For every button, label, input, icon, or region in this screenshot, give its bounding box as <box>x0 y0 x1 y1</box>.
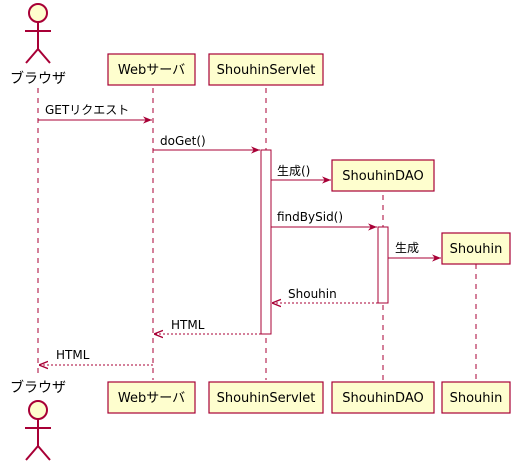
message-label-return-html-web: HTML <box>56 348 90 362</box>
participant-webserver-bottom: Webサーバ <box>107 381 196 414</box>
participant-label-dao-created: ShouhinDAO <box>342 169 423 184</box>
actor-head <box>28 400 48 420</box>
message-return-shouhin: Shouhin <box>272 287 378 303</box>
participant-dao-bottom: ShouhinDAO <box>331 381 435 414</box>
participant-label-webserver-bottom: Webサーバ <box>118 391 185 406</box>
message-label-find-by-sid: findBySid() <box>277 210 343 224</box>
actor-label-browser-bottom: ブラウザ <box>10 379 66 396</box>
participant-box <box>107 53 196 86</box>
participant-servlet-bottom: ShouhinServlet <box>208 381 324 414</box>
message-label-do-get: doGet() <box>160 134 206 148</box>
message-create-dao: 生成() <box>271 164 331 184</box>
message-label-create-dao: 生成() <box>277 164 310 178</box>
actor-browser-bottom: ブラウザ <box>10 379 66 461</box>
participant-box <box>331 381 435 414</box>
participant-label-dao-bottom: ShouhinDAO <box>342 391 423 406</box>
message-label-create-entity: 生成 <box>395 241 419 255</box>
message-return-html-servlet: HTML <box>154 318 261 334</box>
participant-servlet-top: ShouhinServlet <box>208 53 324 86</box>
message-return-html-web: HTML <box>39 348 153 365</box>
participant-dao-created: ShouhinDAO <box>331 159 435 192</box>
message-find-by-sid: findBySid() <box>271 210 377 231</box>
actor-body <box>25 22 51 64</box>
participant-box <box>208 381 324 414</box>
participant-box <box>331 159 435 192</box>
message-label-get-request: GETリクエスト <box>45 103 129 117</box>
participant-box <box>441 232 511 265</box>
participant-box <box>208 53 324 86</box>
participant-box <box>441 381 511 414</box>
message-get-request: GETリクエスト <box>38 103 152 124</box>
participant-webserver-top: Webサーバ <box>107 53 196 86</box>
actor-head <box>28 3 48 23</box>
participant-label-webserver-top: Webサーバ <box>118 63 185 78</box>
participant-label-servlet-bottom: ShouhinServlet <box>217 391 316 406</box>
message-label-return-html-servlet: HTML <box>171 318 205 332</box>
message-do-get: doGet() <box>153 134 260 154</box>
message-label-return-shouhin: Shouhin <box>288 287 337 301</box>
message-create-entity: 生成 <box>388 241 441 262</box>
activation-dao <box>377 226 389 304</box>
participant-entity-bottom: Shouhin <box>441 381 511 414</box>
participant-box <box>107 381 196 414</box>
participant-label-entity-bottom: Shouhin <box>450 391 503 406</box>
participant-entity-created: Shouhin <box>441 232 511 265</box>
participant-label-entity-created: Shouhin <box>450 242 503 257</box>
actor-label-browser-top: ブラウザ <box>10 70 66 87</box>
participant-label-servlet-top: ShouhinServlet <box>217 63 316 78</box>
actor-body <box>25 419 51 461</box>
activation-servlet <box>260 149 272 335</box>
actor-browser-top: ブラウザ <box>10 3 66 87</box>
